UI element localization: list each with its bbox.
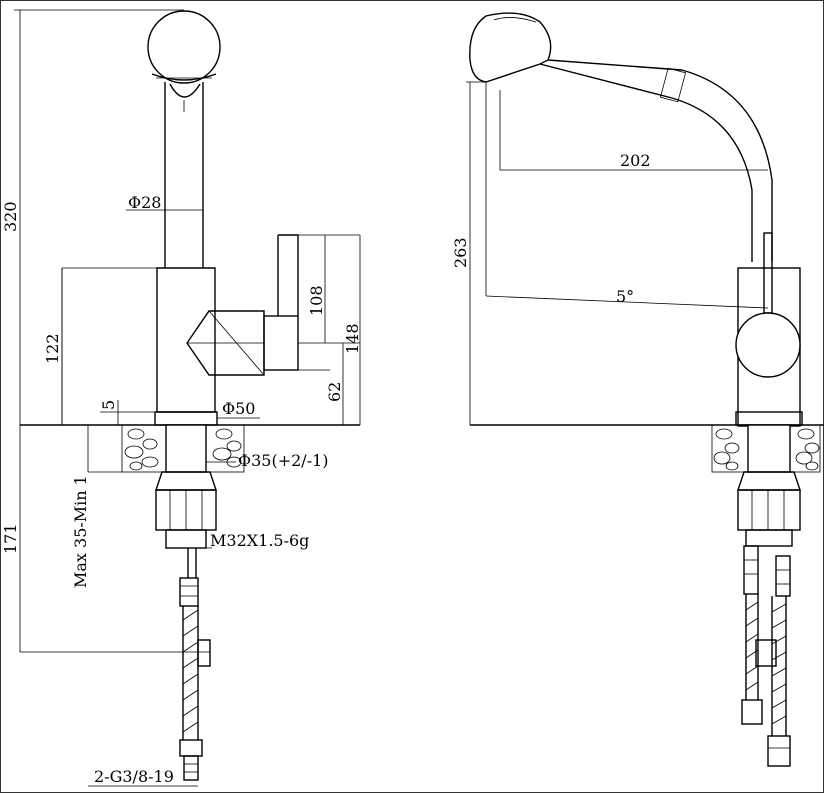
base-ring bbox=[154, 411, 218, 426]
shank bbox=[165, 424, 207, 473]
dim-hole-dia: Φ35(+2/-1) bbox=[238, 451, 329, 470]
dim-thread: M32X1.5-6g bbox=[210, 531, 309, 550]
side-spray-head bbox=[469, 12, 552, 83]
dim-below-deck: 171 bbox=[1, 523, 20, 554]
mounting-nut bbox=[155, 471, 217, 491]
dim-deck-thickness: Max 35-Min 1 bbox=[71, 475, 90, 588]
dim-deck-gap: 5 bbox=[99, 400, 118, 410]
dim-hoses: 2-G3/8-19 bbox=[94, 767, 174, 786]
faucet-body bbox=[156, 267, 216, 413]
front-dimensions bbox=[14, 9, 361, 787]
dim-handle-base: 62 bbox=[325, 382, 344, 402]
side-dimensions bbox=[466, 81, 769, 425]
dim-spout-dia: Φ28 bbox=[128, 193, 161, 212]
side-view: 263 202 5° bbox=[451, 12, 824, 767]
side-hoses bbox=[741, 545, 791, 767]
dim-total-height: 320 bbox=[1, 201, 20, 232]
dim-base-dia: Φ50 bbox=[222, 399, 255, 418]
spray-head bbox=[147, 10, 221, 84]
supply-hoses bbox=[179, 548, 211, 781]
countertop-stones bbox=[124, 428, 242, 471]
dim-handle-height: 108 bbox=[307, 285, 326, 316]
front-view: 320 Φ28 122 108 148 62 5 Φ50 Φ35(+2/-1) … bbox=[1, 9, 362, 787]
side-spout bbox=[681, 69, 773, 262]
dim-body-height: 122 bbox=[43, 333, 62, 364]
side-stones bbox=[713, 428, 820, 471]
lever-handle bbox=[263, 315, 299, 371]
dim-side-height: 263 bbox=[451, 237, 470, 268]
dim-angle: 5° bbox=[616, 287, 634, 306]
dim-handle-total: 148 bbox=[343, 323, 362, 354]
side-handle bbox=[735, 312, 801, 378]
dim-reach: 202 bbox=[620, 151, 651, 170]
